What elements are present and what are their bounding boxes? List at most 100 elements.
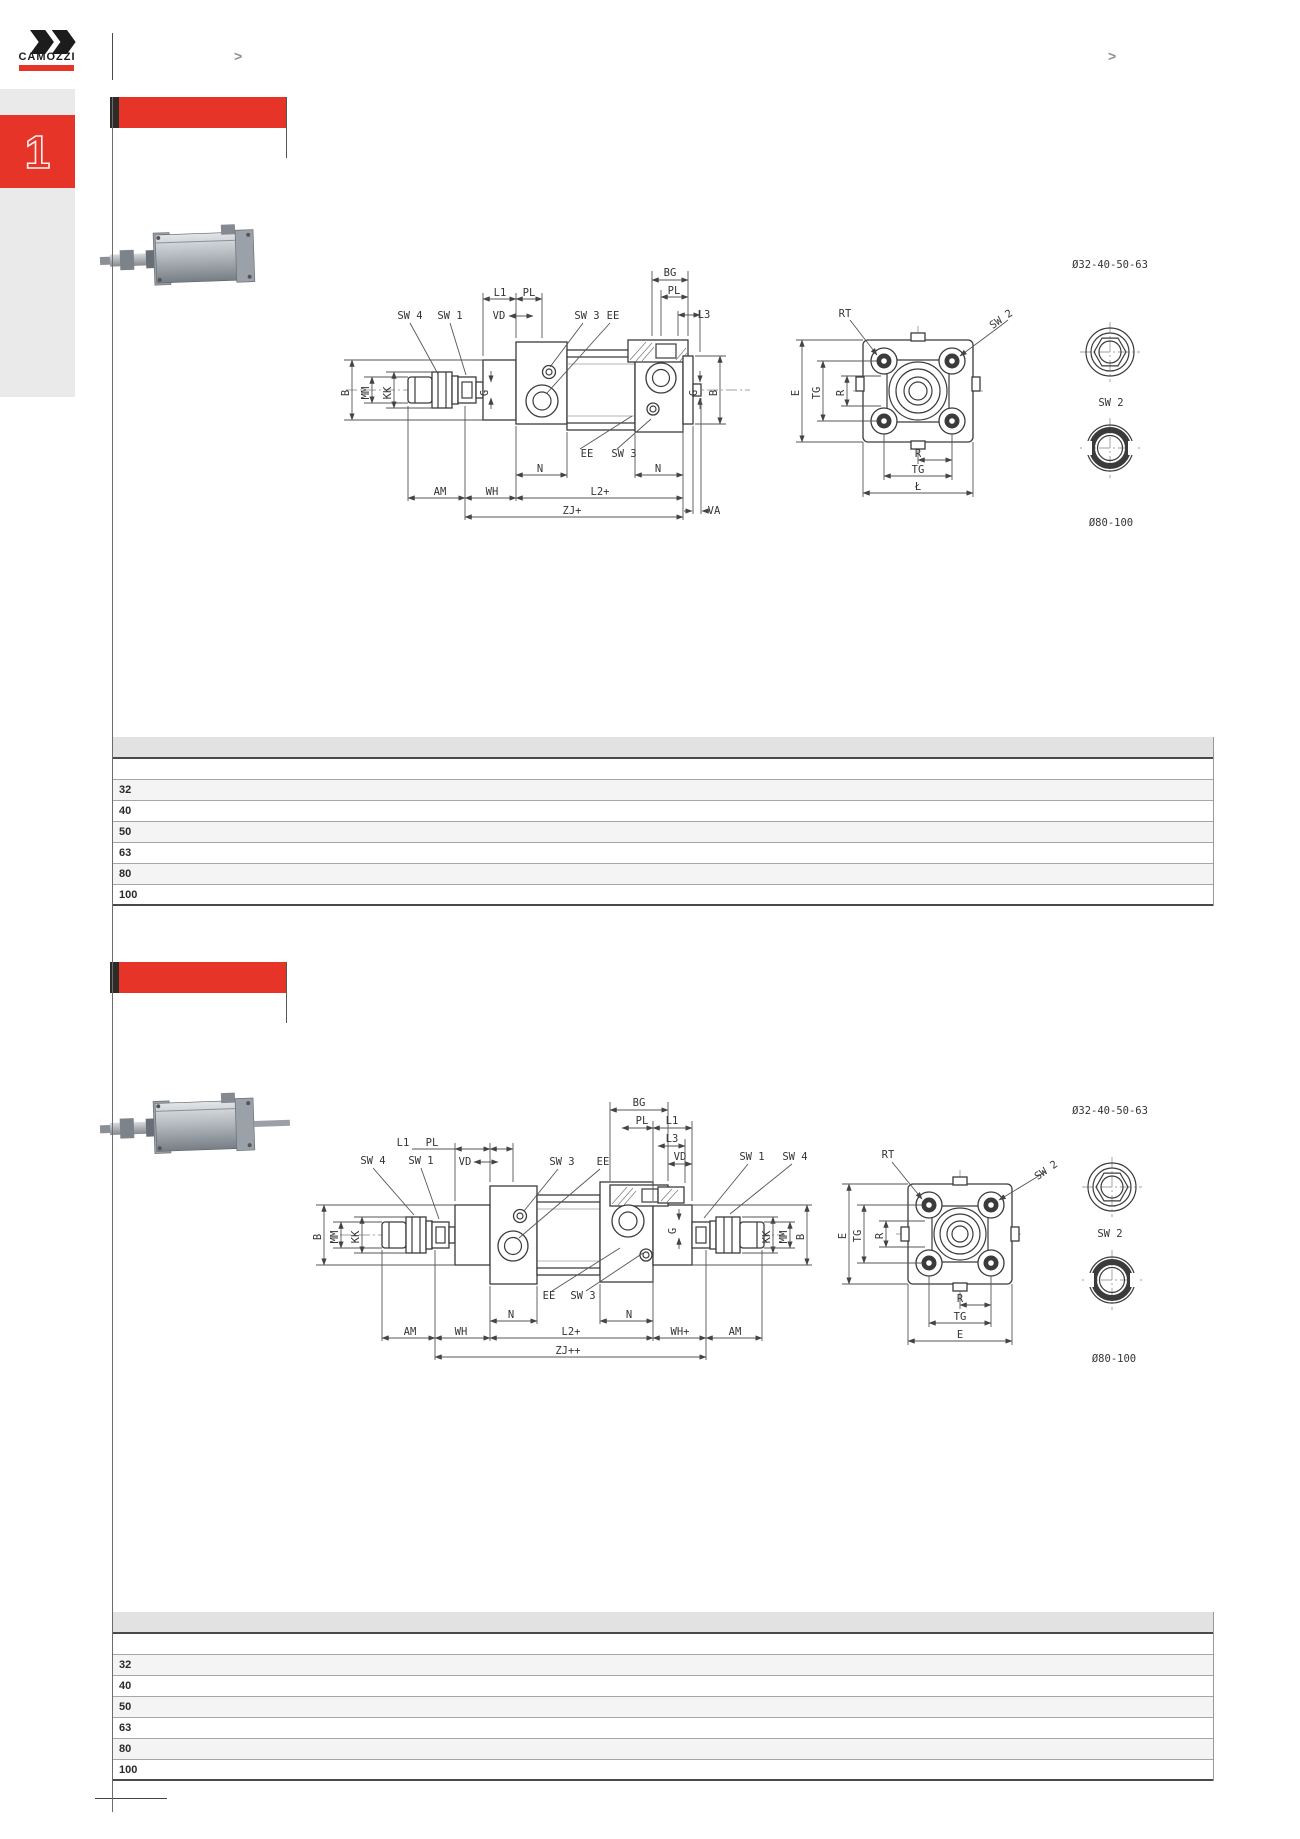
dim-label: TG: [954, 1311, 967, 1323]
size-cell: 50: [119, 826, 132, 838]
dim-label: SW 2: [1032, 1158, 1060, 1182]
dim-label: Ł: [914, 481, 921, 493]
dim-label: E: [837, 1233, 849, 1239]
table-row: 63: [112, 843, 1213, 864]
dim-label: N: [508, 1309, 514, 1321]
dim-label: TG: [912, 464, 925, 476]
dim-label: PL: [636, 1115, 649, 1127]
table-row: 32: [112, 780, 1213, 801]
dim-label: BG: [633, 1097, 646, 1109]
dim-label: KK: [382, 386, 394, 399]
dim-label: KK: [761, 1230, 773, 1243]
product-photo-through-rod: [99, 1092, 291, 1154]
chapter-tab: 1: [0, 115, 75, 188]
size-cell: 63: [119, 1722, 132, 1734]
dim-label: G: [688, 390, 700, 396]
dim-label: L2+: [591, 486, 610, 498]
brand-name: CAMOZZI: [18, 51, 76, 63]
dim-label: WH: [455, 1326, 468, 1338]
dim-label: WH: [486, 486, 499, 498]
dim-label: L1: [397, 1137, 410, 1149]
size-cell: 63: [119, 847, 132, 859]
section2-title-bar: [119, 962, 287, 993]
dim-label: SW 3: [611, 448, 636, 460]
dimension-lines: [316, 1102, 812, 1360]
size-cell: 100: [119, 1764, 138, 1776]
dim-label: BG: [664, 267, 677, 279]
dim-label: L2+: [562, 1326, 581, 1338]
dim-label: B: [708, 390, 720, 396]
dim-label: VD: [459, 1156, 472, 1168]
dim-label: RT: [839, 308, 852, 320]
size-cell: 32: [119, 1659, 132, 1671]
dim-label: MM: [778, 1231, 790, 1244]
dim-label: SW 4: [397, 310, 422, 322]
dim-label: VA: [708, 505, 721, 517]
detail-circles: [1084, 1162, 1140, 1304]
brand-underline: [19, 65, 74, 71]
dim-label: ZJ++: [555, 1345, 580, 1357]
detail-circles: [1082, 327, 1138, 472]
front-view: [796, 319, 1009, 497]
table-row: 100: [112, 1760, 1213, 1781]
table-row-blank: [112, 759, 1213, 780]
size-cell: 40: [119, 1680, 132, 1692]
dim-label: EE: [597, 1156, 610, 1168]
side-view: [407, 339, 702, 433]
dim-label: Ø32-40-50-63: [1072, 259, 1148, 271]
dim-label: SW 4: [360, 1155, 385, 1167]
dim-label: SW 2: [1098, 397, 1123, 409]
dim-label: L3: [698, 309, 711, 321]
dim-label: AM: [434, 486, 447, 498]
dim-label: SW 3: [549, 1156, 574, 1168]
dim-label: N: [626, 1309, 632, 1321]
dim-label: TG: [811, 387, 823, 400]
dim-label: TG: [852, 1230, 864, 1243]
table-row: 40: [112, 801, 1213, 822]
table-row: 80: [112, 1739, 1213, 1760]
dim-label: G: [667, 1228, 679, 1234]
dim-label: R: [957, 1293, 964, 1305]
dim-label: EE: [607, 310, 620, 322]
dim-label: VD: [493, 310, 506, 322]
size-cell: 32: [119, 784, 132, 796]
section1-title-bar: [119, 97, 287, 128]
dim-label: SW 4: [782, 1151, 807, 1163]
dim-label: VD: [674, 1151, 687, 1163]
dimension-lines: [344, 271, 726, 520]
dim-label: E: [790, 390, 802, 396]
dim-label: Ø80-100: [1089, 517, 1133, 529]
size-cell: 40: [119, 805, 132, 817]
section1-title-tick: [286, 97, 287, 158]
dim-label: SW 2: [1097, 1228, 1122, 1240]
table-row-blank: [112, 1634, 1213, 1655]
dim-label: L1: [666, 1115, 679, 1127]
dim-label: AM: [729, 1326, 742, 1338]
dim-label: SW 2: [987, 307, 1015, 331]
dim-label: PL: [426, 1137, 439, 1149]
dim-label: B: [795, 1234, 807, 1240]
side-view: [381, 1181, 765, 1285]
breadcrumb-arrow-right: >: [1108, 48, 1117, 64]
size-table: 32 40 50 63 80 100: [112, 1612, 1214, 1781]
dim-label: EE: [543, 1290, 556, 1302]
dim-label: PL: [668, 285, 681, 297]
dim-label: L1: [494, 287, 507, 299]
dim-label: B: [312, 1234, 324, 1240]
dim-label: RT: [882, 1149, 895, 1161]
dim-label: R: [874, 1232, 886, 1239]
dim-label: E: [957, 1329, 963, 1341]
chapter-number: 1: [24, 125, 51, 179]
dim-label: ZJ+: [563, 505, 582, 517]
table-header-band: [112, 1612, 1213, 1634]
camozzi-logo-icon: [30, 30, 76, 54]
table-row: 63: [112, 1718, 1213, 1739]
section2-title-tick: [286, 962, 287, 1023]
table-row: 50: [112, 822, 1213, 843]
table-row: 40: [112, 1676, 1213, 1697]
size-cell: 100: [119, 889, 138, 901]
content-margin-line: [112, 97, 113, 1812]
table-row: 50: [112, 1697, 1213, 1718]
